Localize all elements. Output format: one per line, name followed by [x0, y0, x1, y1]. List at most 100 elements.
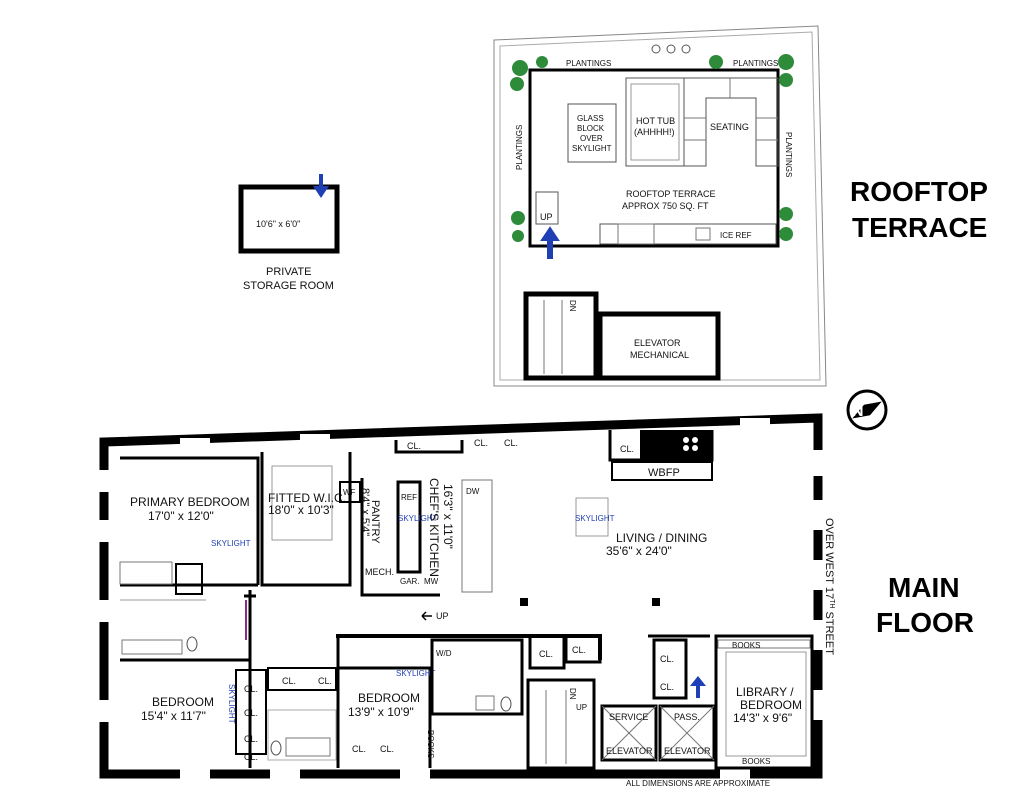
closet-b1-4: CL. [244, 752, 258, 762]
light-icon [681, 44, 691, 54]
storage-size: 10'6" x 6'0" [256, 219, 300, 229]
kitchen-label: CHEF'S KITCHEN [427, 478, 441, 577]
bedroom1-size: 15'4" x 11'7" [141, 709, 206, 723]
bedroom1-label: BEDROOM [152, 695, 214, 709]
bedroom1-skylight: SKYLIGHT [227, 684, 236, 724]
main-stair-up: UP [576, 703, 587, 712]
living-label: LIVING / DINING [616, 531, 707, 545]
terrace-label-2: APPROX 750 SQ. FT [622, 201, 709, 211]
glass-block-skylight [567, 103, 617, 163]
wd-label: W/D [436, 649, 452, 658]
rooftop-terrace: GLASS BLOCK OVER SKYLIGHT HOT TUB (AHHHH… [493, 25, 827, 387]
closet-b2-3: CL. [352, 744, 366, 754]
storage-label-1: PRIVATE [266, 266, 311, 278]
closet-hall-2: CL. [572, 645, 586, 655]
counter [599, 223, 777, 245]
plant-icon [510, 77, 524, 91]
library-label-2: BEDROOM [740, 698, 802, 712]
wic-walls [260, 452, 352, 587]
ice-ref-label: ICE REF [720, 231, 752, 240]
closet-hall-1: CL. [539, 649, 553, 659]
primary-bedroom-label: PRIMARY BEDROOM [130, 495, 250, 509]
vanity [121, 639, 183, 655]
toilet-icon [500, 696, 512, 712]
books-bottom: BOOKS [742, 757, 770, 766]
heading-rooftop-2: TERRACE [852, 212, 987, 243]
bedroom2-skylight: SKYLIGHT [396, 669, 436, 678]
closet-lobby-2: CL. [660, 682, 674, 692]
library-walls [714, 634, 814, 770]
bedroom2-label: BEDROOM [358, 691, 420, 705]
kitchen-skylight: SKYLIGHT [398, 514, 438, 523]
hot-tub-label: HOT TUB [636, 116, 675, 126]
roof-stair-block [523, 291, 599, 381]
plants [510, 54, 794, 242]
pass-elevator-2: ELEVATOR [664, 746, 711, 756]
light-icon [666, 44, 676, 54]
kitchen-cabinets [396, 480, 422, 574]
library-size: 14'3" x 9'6" [733, 711, 792, 725]
living-skylight: SKYLIGHT [575, 514, 615, 523]
elevator-mech-2: MECHANICAL [630, 350, 689, 360]
closet-top-4: CL. [620, 444, 634, 454]
fireplace [640, 430, 712, 460]
terrace-wall [528, 68, 780, 248]
bathtub [119, 561, 173, 585]
street-label: OVER WEST 17TH STREET [823, 518, 835, 655]
roof-access-arrow-icon [540, 226, 560, 259]
glass-label-2: BLOCK [577, 124, 605, 133]
primary-bedroom-walls [120, 456, 260, 587]
books-top: BOOKS [732, 641, 760, 650]
ref-label: REF [401, 493, 417, 502]
library-label-1: LIBRARY / [736, 685, 794, 699]
kitchen-size: 16'3" x 11'0" [441, 484, 455, 549]
seating [683, 77, 779, 167]
hot-tub-label-2: (AHHHH!) [634, 127, 675, 137]
dw-label: DW [466, 487, 480, 496]
plant-icon [779, 73, 793, 87]
main-stair [526, 678, 596, 770]
storage-label-2: STORAGE ROOM [243, 280, 334, 292]
roof-stair [535, 191, 559, 225]
plantings-right: PLANTINGS [784, 132, 793, 177]
closet-top-3: CL. [504, 438, 518, 448]
elevator-mech-1: ELEVATOR [634, 338, 681, 348]
plant-icon [512, 60, 528, 76]
wic-fitted [271, 465, 333, 541]
living-size: 35'6" x 24'0" [606, 544, 672, 558]
glass-label-4: SKYLIGHT [572, 144, 612, 153]
closet-top-2: CL. [474, 438, 488, 448]
closet-b2-4: CL. [380, 744, 394, 754]
terrace-label-1: ROOFTOP TERRACE [626, 189, 716, 199]
roof-stair-dn: DN [568, 300, 577, 312]
plant-icon [709, 55, 723, 69]
mw-label: MW [424, 577, 439, 586]
plantings-top-right: PLANTINGS [733, 59, 778, 68]
bathtub-2 [285, 737, 331, 757]
shower [175, 563, 203, 595]
toilet-icon [186, 636, 198, 652]
main-floor: PRIMARY BEDROOM 17'0" x 12'0" SKYLIGHT F… [98, 413, 835, 788]
mech-label: MECH. [365, 567, 394, 577]
wbfp-label: WBFP [648, 467, 680, 479]
closet-b2-2: CL. [318, 676, 332, 686]
heading-main-1: MAIN [888, 572, 960, 603]
bedroom1-walls [120, 658, 252, 768]
dimensions-note: ALL DIMENSIONS ARE APPROXIMATE [626, 779, 770, 788]
plant-icon [778, 54, 794, 70]
main-up-label: UP [436, 611, 449, 621]
closet-b1-2: CL. [244, 708, 258, 718]
bedroom2-walls [336, 636, 432, 768]
service-elevator [600, 704, 658, 762]
plantings-top-left: PLANTINGS [566, 59, 611, 68]
service-elevator-1: SERVICE [609, 712, 648, 722]
plantings-left: PLANTINGS [515, 125, 524, 170]
closet-lobby-1: CL. [660, 654, 674, 664]
heading-rooftop-1: ROOFTOP [850, 176, 988, 207]
plant-icon [511, 211, 525, 225]
plant-icon [779, 207, 793, 221]
plant-icon [536, 56, 548, 68]
glass-label-1: GLASS [577, 114, 604, 123]
compass-letter: N [852, 403, 864, 420]
gar-label: GAR. [400, 577, 420, 586]
